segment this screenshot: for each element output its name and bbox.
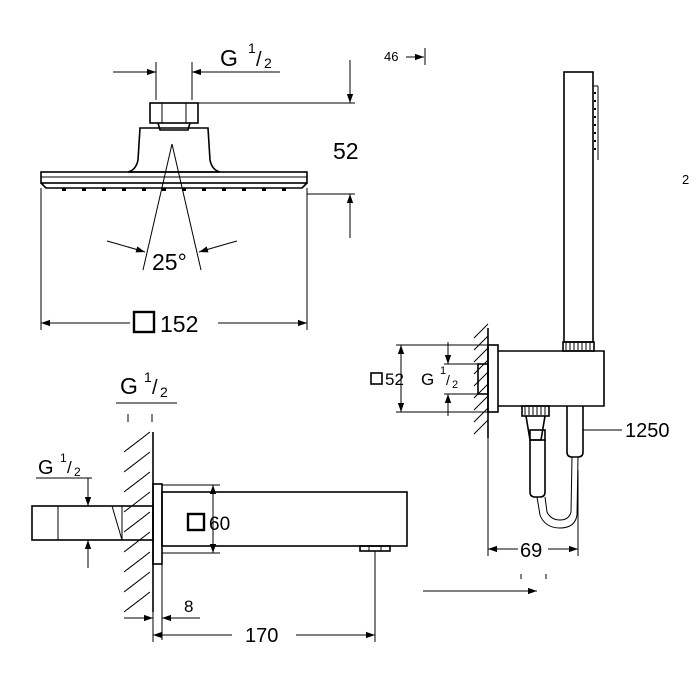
hand-thread-denominator: 2 [452,379,458,391]
hose-length-label: 1250 [625,420,670,442]
svg-text:/: / [256,49,262,71]
shower-size-label: 152 [160,311,198,337]
square-symbol-icon [132,310,156,334]
shower-angle-label: 25° [152,249,187,275]
svg-text:/: / [446,372,450,388]
hand-thread-g: G [421,370,434,389]
spout-length-label: 170 [245,625,278,647]
edge-label: 2 [682,172,689,187]
shower-thread-denominator: 2 [264,55,272,71]
hand-thread-numerator: 1 [440,365,446,377]
bracket-square-icon [370,372,383,385]
hand-shower-view: 46 2 [370,48,689,595]
shower-thread-g: G [220,45,238,71]
svg-text:/: / [67,458,72,477]
spout-size-label: 60 [209,514,230,535]
spout-thread-left-numerator: 1 [60,451,67,465]
bracket-size-label: 52 [385,370,404,389]
wall-thickness-label: 8 [184,597,193,616]
shower-thread-numerator: 1 [248,40,256,56]
spout-thread-left-denominator: 2 [74,465,81,479]
spout-thread-top-denominator: 2 [160,384,168,400]
spout-square-icon [186,512,206,532]
shower-head-view: G 1 / 2 52 25° [40,40,359,337]
hand-shower-offset-label: 46 [384,49,398,64]
spout-thread-left-g: G [38,457,54,479]
svg-text:/: / [152,377,158,399]
spout-view: G 1 / 2 G 1 / 2 [31,369,408,647]
spout-thread-top-numerator: 1 [144,369,152,385]
projection-label: 69 [520,540,542,562]
spout-thread-top-g: G [120,373,138,399]
shower-height-label: 52 [333,138,359,164]
